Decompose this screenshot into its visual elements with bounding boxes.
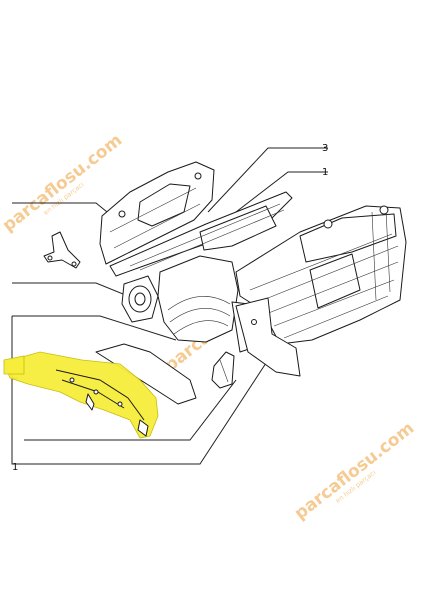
highlight-fill-tab xyxy=(3,355,25,375)
part-small-bracket xyxy=(43,231,81,269)
part-front-end-assembly xyxy=(235,205,407,345)
callout-1-top: 1 xyxy=(322,167,328,178)
part-lower-reinforcement xyxy=(235,297,301,377)
part-cowl-crossmember xyxy=(109,191,293,277)
watermark-right: parcaflosu.com en hızlı parçacı xyxy=(291,418,418,524)
part-mount-plate xyxy=(121,275,159,323)
highlighted-part xyxy=(3,351,159,439)
callout-3: 3 xyxy=(322,143,328,154)
part-bulkhead-panel xyxy=(99,161,215,265)
highlight-fill-main xyxy=(3,351,159,439)
part-strut-bracket xyxy=(211,351,235,389)
svg-text:parcaflosu.com: parcaflosu.com xyxy=(291,418,418,524)
leader-lines xyxy=(11,147,328,465)
callout-1-bottom: 1 xyxy=(12,462,18,473)
